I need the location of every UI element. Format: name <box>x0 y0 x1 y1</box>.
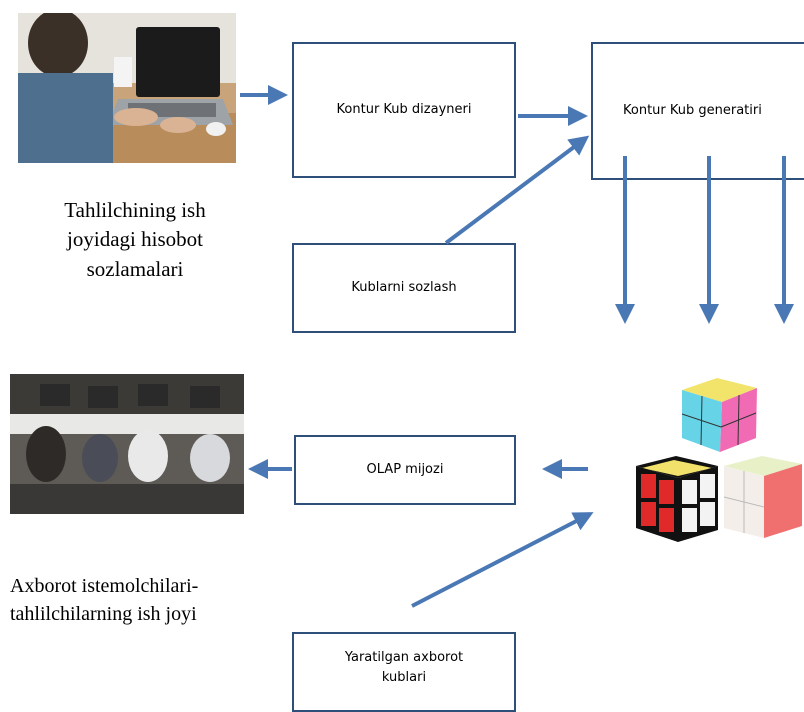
analyst-laptop-photo <box>18 13 236 163</box>
consumers-caption: Axborot istemolchilari-tahlilchilarning … <box>10 575 199 625</box>
arrow-created-to-cubes <box>411 512 594 608</box>
consumers-workplace-photo <box>10 374 244 514</box>
cubes-image <box>632 370 804 550</box>
created-cubes-label: Yaratilgan axborot kublari <box>344 650 464 685</box>
olap-client-label: OLAP mijozi <box>366 462 444 478</box>
cube-generator-box: Kontur Kub generatiri <box>591 42 804 180</box>
cube-settings-label: Kublarni sozlash <box>351 280 457 296</box>
arrow-settings-to-generator <box>444 135 590 245</box>
cube-designer-box: Kontur Kub dizayneri <box>292 42 516 178</box>
cube-designer-label: Kontur Kub dizayneri <box>336 102 472 118</box>
olap-client-box: OLAP mijozi <box>294 435 516 505</box>
analyst-caption: Tahlilchining ish joyidagi hisobot sozla… <box>64 198 206 281</box>
cube-settings-box: Kublarni sozlash <box>292 243 516 333</box>
cube-generator-label: Kontur Kub generatiri <box>623 103 762 119</box>
